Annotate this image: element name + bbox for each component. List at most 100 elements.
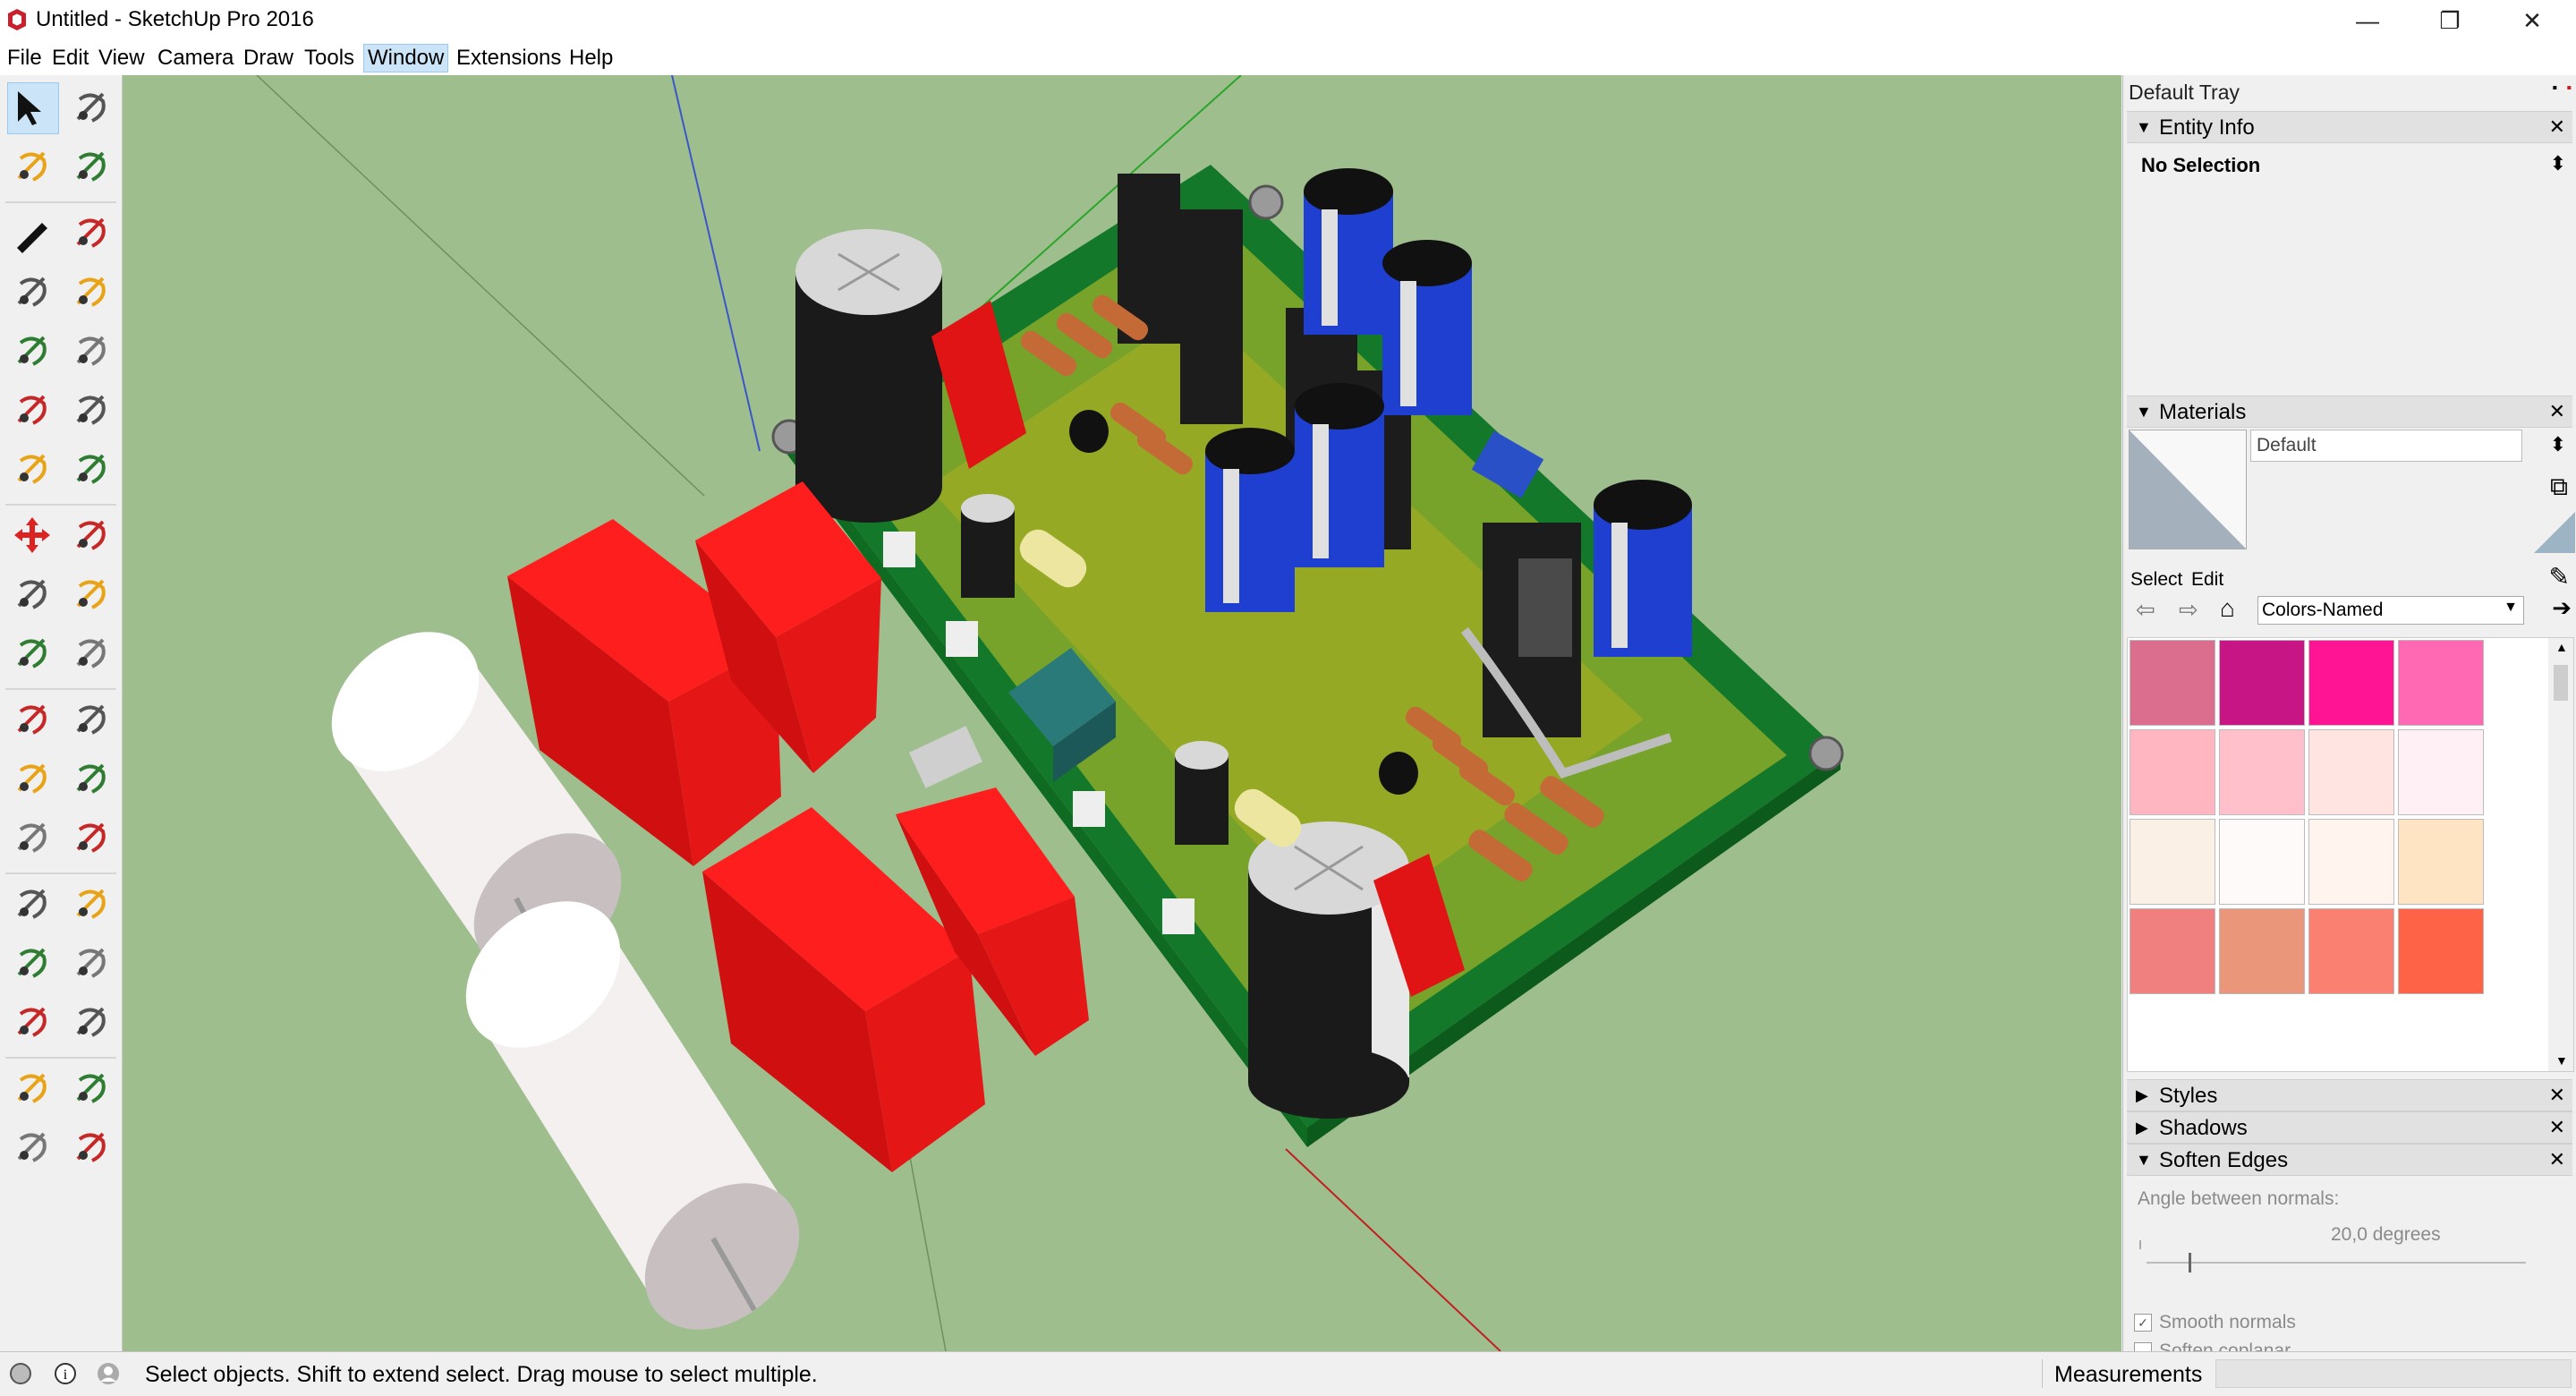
circle-tool-button[interactable] (7, 326, 57, 376)
tab-edit[interactable]: Edit (2191, 569, 2224, 590)
polygon-tool-button[interactable] (66, 326, 116, 376)
rotate-tool-button[interactable] (7, 569, 57, 619)
close-icon[interactable]: ✕ (2548, 1116, 2565, 1138)
eyedropper-icon[interactable]: ✎ (2548, 563, 2570, 591)
scroll-thumb[interactable] (2554, 665, 2568, 701)
color-swatch[interactable] (2219, 819, 2305, 905)
color-swatch[interactable] (2130, 640, 2215, 726)
material-name-field[interactable]: Default (2250, 430, 2522, 462)
two-point-arc-tool-button[interactable] (66, 385, 116, 435)
previous-view-tool-button[interactable] (66, 997, 116, 1047)
angle-slider[interactable] (2147, 1253, 2526, 1273)
select-tool-tool-button[interactable] (7, 82, 59, 134)
slider-thumb[interactable] (2188, 1253, 2191, 1273)
push-pull-tool-button[interactable] (66, 510, 116, 560)
menu-tools[interactable]: Tools (304, 46, 355, 70)
freehand-tool-button[interactable] (66, 208, 116, 258)
component-tool-tool-button[interactable] (66, 82, 116, 132)
close-icon[interactable]: ✕ (2548, 1084, 2565, 1106)
shadows-header[interactable]: ▶ Shadows ✕ (2127, 1111, 2572, 1144)
walk-tool-button[interactable] (7, 1122, 57, 1172)
tray-pin-icon[interactable]: ▪ (2552, 81, 2557, 96)
model-scene[interactable] (123, 75, 2121, 1351)
scale-tool-button[interactable] (7, 628, 57, 678)
geo-location-icon[interactable] (9, 1362, 32, 1385)
color-swatch[interactable] (2130, 729, 2215, 815)
color-swatch[interactable] (2308, 640, 2394, 726)
smooth-normals-checkbox[interactable]: ✓ (2134, 1314, 2152, 1332)
eraser-tool-button[interactable] (66, 141, 116, 192)
tab-select[interactable]: Select (2130, 569, 2183, 590)
arc-tool-button[interactable] (7, 385, 57, 435)
look-around-tool-button[interactable] (66, 1063, 116, 1113)
materials-header[interactable]: ▼ Materials ✕ (2127, 396, 2572, 428)
library-select[interactable]: Colors-Named ▼ (2257, 596, 2524, 625)
drawing-area[interactable] (123, 75, 2121, 1351)
zoom-window-tool-button[interactable] (66, 938, 116, 988)
menu-draw[interactable]: Draw (243, 46, 294, 70)
paint-bucket-tool-button[interactable] (7, 141, 57, 192)
zoom-extents-tool-button[interactable] (7, 997, 57, 1047)
scroll-up-icon[interactable]: ▲ (2555, 640, 2568, 654)
credits-icon[interactable]: i (54, 1362, 77, 1385)
soften-edges-header[interactable]: ▼ Soften Edges ✕ (2127, 1144, 2572, 1176)
axes-tool-button[interactable] (7, 813, 57, 863)
scroll-down-icon[interactable]: ▼ (2555, 1053, 2568, 1068)
zoom-tool-button[interactable] (7, 938, 57, 988)
color-swatch[interactable] (2308, 819, 2394, 905)
home-icon[interactable]: ⌂ (2220, 594, 2235, 622)
color-swatch[interactable] (2308, 729, 2394, 815)
menu-camera[interactable]: Camera (157, 46, 234, 70)
color-swatch[interactable] (2219, 729, 2305, 815)
rotated-rectangle-tool-button[interactable] (66, 267, 116, 317)
follow-me-tool-button[interactable] (66, 569, 116, 619)
swatch-scrollbar[interactable]: ▲ ▼ (2548, 638, 2573, 1071)
orbit-tool-button[interactable] (7, 879, 57, 929)
pencil-line-tool-button[interactable] (7, 208, 57, 258)
section-plane-tool-button[interactable] (66, 1122, 116, 1172)
menu-view[interactable]: View (98, 46, 145, 70)
sample-paint-icon[interactable] (2534, 512, 2575, 553)
close-icon[interactable]: ✕ (2548, 400, 2565, 422)
close-icon[interactable]: ✕ (2548, 1148, 2565, 1170)
tape-measure-tool-button[interactable] (7, 694, 57, 745)
move-tool-button[interactable] (7, 510, 57, 560)
color-swatch[interactable] (2219, 908, 2305, 994)
protractor-tool-button[interactable] (7, 753, 57, 804)
display-secondary-pane-icon[interactable]: ⬍ (2549, 433, 2566, 455)
menu-help[interactable]: Help (569, 46, 614, 70)
menu-extensions[interactable]: Extensions (456, 46, 562, 70)
dimension-tool-button[interactable] (66, 694, 116, 745)
create-material-icon[interactable]: ⧉ (2550, 472, 2568, 500)
user-account-icon[interactable] (97, 1362, 120, 1385)
menu-file[interactable]: File (7, 46, 42, 70)
color-swatch[interactable] (2219, 640, 2305, 726)
entity-details-toggle-icon[interactable]: ⬍ (2549, 152, 2566, 174)
menu-edit[interactable]: Edit (52, 46, 89, 70)
pan-tool-button[interactable] (66, 879, 116, 929)
color-swatch[interactable] (2398, 729, 2484, 815)
color-swatch[interactable] (2130, 908, 2215, 994)
color-swatch[interactable] (2398, 640, 2484, 726)
pie-tool-button[interactable] (66, 444, 116, 494)
close-icon[interactable]: ✕ (2548, 115, 2565, 138)
measurements-input[interactable] (2215, 1359, 2572, 1388)
entity-info-header[interactable]: ▼ Entity Info ✕ (2127, 111, 2572, 143)
close-button[interactable]: ✕ (2491, 0, 2573, 41)
maximize-button[interactable]: ❐ (2409, 0, 2491, 41)
three-point-arc-tool-button[interactable] (7, 444, 57, 494)
back-arrow-icon[interactable]: ⇦ (2136, 596, 2155, 623)
color-swatch[interactable] (2398, 908, 2484, 994)
rectangle-tool-button[interactable] (7, 267, 57, 317)
minimize-button[interactable]: — (2326, 0, 2409, 41)
offset-tool-button[interactable] (66, 628, 116, 678)
position-camera-tool-button[interactable] (7, 1063, 57, 1113)
forward-arrow-icon[interactable]: ⇨ (2179, 596, 2198, 623)
menu-window[interactable]: Window (363, 44, 449, 72)
3d-text-tool-button[interactable] (66, 813, 116, 863)
details-arrow-icon[interactable]: ➔ (2552, 594, 2572, 621)
color-swatch[interactable] (2308, 908, 2394, 994)
color-swatch[interactable] (2398, 819, 2484, 905)
color-swatch[interactable] (2130, 819, 2215, 905)
tray-close-icon[interactable]: ▪ (2566, 81, 2572, 96)
